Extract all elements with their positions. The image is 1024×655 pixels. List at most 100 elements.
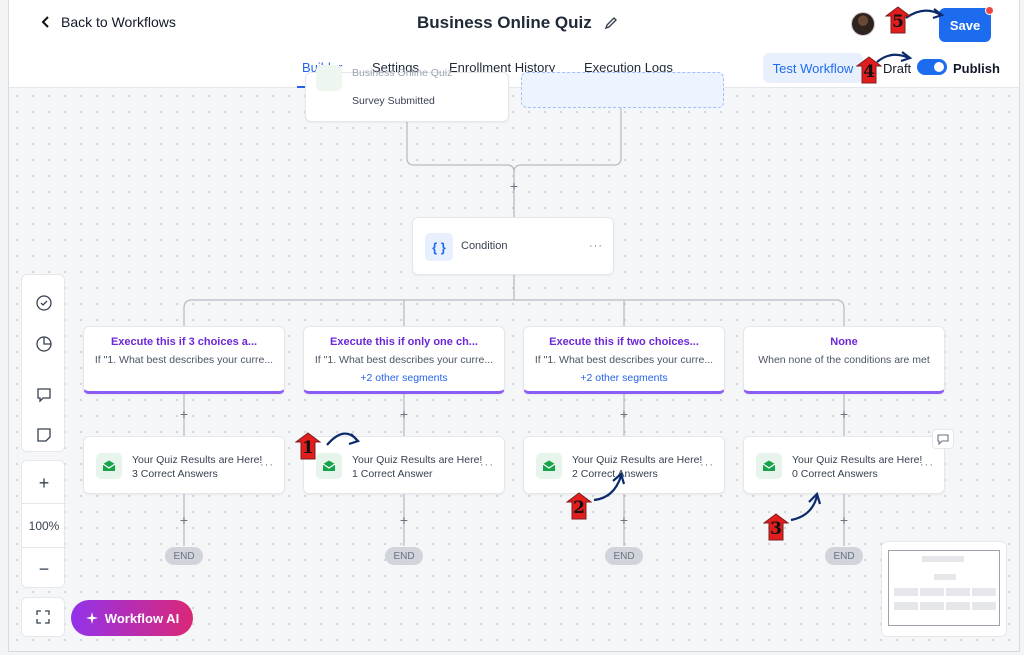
step-marker: 2 (565, 492, 593, 520)
branch-node[interactable]: Execute this if two choices... If "1. Wh… (523, 326, 725, 394)
more-options-icon[interactable]: ··· (480, 459, 494, 471)
end-badge: END (605, 547, 643, 565)
avatar[interactable] (851, 12, 875, 36)
tab-enrollment-history[interactable]: Enrollment History (449, 60, 556, 75)
top-bar: Back to Workflows Business Online Quiz S… (9, 0, 1019, 48)
workflow-ai-label: Workflow AI (104, 610, 180, 626)
step-marker: 4 (855, 56, 883, 84)
braces-icon: { } (425, 233, 453, 261)
workflow-title-group: Business Online Quiz (417, 13, 618, 33)
branch-node[interactable]: None When none of the conditions are met (743, 326, 945, 394)
back-label: Back to Workflows (61, 14, 176, 30)
end-badge: END (825, 547, 863, 565)
step-marker-number: 3 (770, 519, 782, 539)
email-icon (536, 453, 562, 479)
branch-node[interactable]: Execute this if only one ch... If "1. Wh… (303, 326, 505, 394)
branch-node[interactable]: Execute this if 3 choices a... If "1. Wh… (83, 326, 285, 394)
branch-description: When none of the conditions are met (758, 354, 930, 366)
branch-title: Execute this if two choices... (549, 336, 699, 348)
check-circle-icon[interactable] (22, 291, 66, 315)
step-marker-number: 5 (892, 12, 904, 32)
email-icon (316, 453, 342, 479)
other-segments-link[interactable]: +2 other segments (580, 372, 668, 384)
action-title: Your Quiz Results are Here! (572, 454, 703, 466)
zoom-out-button[interactable]: − (38, 558, 50, 579)
app-window: Back to Workflows Business Online Quiz S… (8, 0, 1020, 652)
more-options-icon[interactable]: ··· (260, 459, 274, 471)
email-action-node[interactable]: Your Quiz Results are Here! 1 Correct An… (303, 436, 505, 494)
branch-description: If "1. What best describes your curre... (534, 354, 714, 366)
more-options-icon[interactable]: ··· (700, 459, 714, 471)
add-step-plus-icon[interactable]: + (619, 512, 629, 528)
email-action-node[interactable]: Your Quiz Results are Here! 2 Correct An… (523, 436, 725, 494)
test-workflow-button[interactable]: Test Workflow (763, 53, 863, 83)
publish-toggle[interactable] (917, 59, 947, 75)
action-subtitle: 0 Correct Answers (792, 468, 878, 480)
other-segments-link[interactable]: +2 other segments (360, 372, 448, 384)
trigger-line2: Survey Submitted (352, 95, 435, 107)
add-step-plus-icon[interactable]: + (179, 406, 189, 422)
pencil-icon[interactable] (604, 16, 618, 30)
branch-description: If "1. What best describes your curre... (94, 354, 274, 366)
workflow-ai-button[interactable]: Workflow AI (71, 600, 193, 636)
zoom-in-button[interactable]: + (38, 472, 50, 493)
zoom-level: 100% (28, 519, 60, 533)
sparkle-icon (85, 612, 98, 624)
add-trigger-placeholder[interactable] (521, 72, 724, 108)
zoom-controls: + 100% − (21, 460, 66, 588)
action-title: Your Quiz Results are Here! (132, 454, 263, 466)
step-marker: 5 (884, 6, 912, 34)
fit-to-screen-button[interactable] (21, 597, 65, 637)
add-step-plus-icon[interactable]: + (179, 512, 189, 528)
canvas-tools-panel (21, 274, 65, 452)
condition-label: Condition (461, 240, 508, 252)
publish-label: Publish (953, 61, 1000, 76)
branch-title: Execute this if 3 choices a... (110, 336, 258, 348)
action-subtitle: 3 Correct Answers (132, 468, 218, 480)
form-icon (316, 65, 342, 91)
step-marker-number: 1 (302, 438, 314, 458)
add-step-plus-icon[interactable]: + (619, 406, 629, 422)
email-action-node[interactable]: Your Quiz Results are Here! 0 Correct An… (743, 436, 945, 494)
trigger-node[interactable]: Business Online Quiz Survey Submitted (305, 65, 509, 122)
step-marker: 3 (762, 513, 790, 541)
back-to-workflows-link[interactable]: Back to Workflows (39, 14, 176, 30)
draft-label: Draft (883, 61, 912, 76)
action-subtitle: 2 Correct Answers (572, 468, 658, 480)
more-options-icon[interactable]: ··· (920, 459, 934, 471)
email-icon (756, 453, 782, 479)
end-badge: END (165, 547, 203, 565)
end-badge: END (385, 547, 423, 565)
add-step-plus-icon[interactable]: + (839, 512, 849, 528)
chevron-left-icon (41, 16, 49, 28)
add-step-plus-icon[interactable]: + (399, 512, 409, 528)
more-options-icon[interactable]: ··· (589, 240, 603, 252)
step-marker: 1 (294, 432, 322, 460)
step-marker-number: 4 (863, 62, 875, 82)
workflow-title: Business Online Quiz (417, 13, 592, 32)
step-marker-number: 2 (573, 498, 585, 518)
branch-description: If "1. What best describes your curre... (314, 354, 494, 366)
action-title: Your Quiz Results are Here! (792, 454, 923, 466)
trigger-line1: Business Online Quiz (352, 67, 453, 79)
add-step-plus-icon[interactable]: + (839, 406, 849, 422)
condition-node[interactable]: { } Condition ··· (412, 217, 614, 275)
add-step-plus-icon[interactable]: + (509, 178, 519, 194)
add-step-plus-icon[interactable]: + (399, 406, 409, 422)
branch-title: None (830, 336, 858, 348)
email-action-node[interactable]: Your Quiz Results are Here! 3 Correct An… (83, 436, 285, 494)
comment-icon[interactable] (932, 429, 954, 449)
tab-execution-logs[interactable]: Execution Logs (584, 60, 673, 75)
comment-icon[interactable] (22, 383, 66, 407)
unsaved-indicator (985, 6, 994, 15)
action-subtitle: 1 Correct Answer (352, 468, 433, 480)
expand-icon (36, 610, 50, 624)
minimap[interactable] (881, 541, 1007, 637)
tab-settings[interactable]: Settings (372, 60, 419, 75)
action-title: Your Quiz Results are Here! (352, 454, 483, 466)
save-button[interactable]: Save (939, 8, 991, 42)
pie-chart-icon[interactable] (22, 332, 66, 356)
branch-title: Execute this if only one ch... (330, 336, 478, 348)
sticky-note-icon[interactable] (22, 423, 66, 447)
email-icon (96, 453, 122, 479)
